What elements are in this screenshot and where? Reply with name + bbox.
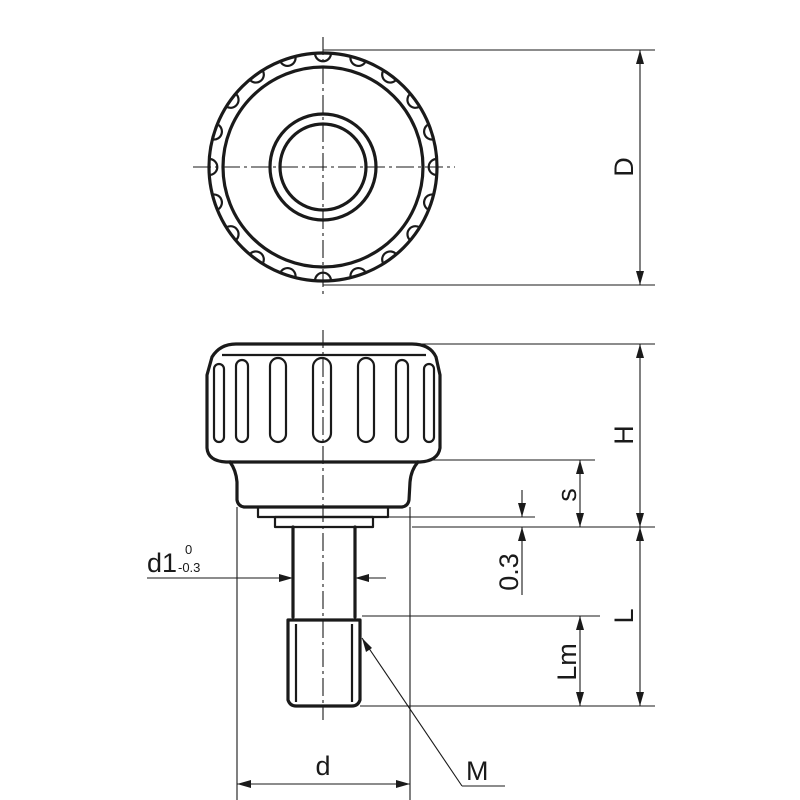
knurl-scallop	[406, 225, 421, 242]
knurl-scallop	[279, 56, 297, 67]
dimension-label-d: d	[315, 751, 330, 781]
dimension-label-L: L	[609, 608, 639, 623]
dimension-label-d1: d1	[147, 548, 177, 578]
dimension-s: s	[430, 459, 595, 527]
dimension-label-d1-tol-upper: 0	[185, 542, 192, 557]
knurl-scallop	[406, 92, 421, 109]
side-view	[205, 330, 442, 720]
knurl-scallop	[279, 267, 297, 278]
knurl-scallop	[225, 92, 240, 109]
dimension-label-H: H	[609, 425, 639, 445]
dimension-d1: d1 0 -0.3	[147, 542, 386, 582]
dimension-Lm: Lm	[362, 615, 600, 706]
dimension-gap: 0.3	[388, 490, 535, 595]
knurl-scallop	[349, 267, 367, 278]
knurl-scallop	[248, 69, 265, 84]
knurl-scallop	[225, 225, 240, 242]
knurl-scallop	[423, 123, 434, 141]
knurl-scallop	[212, 193, 223, 211]
knob-neck	[228, 460, 420, 509]
knurl-scallop	[423, 193, 434, 211]
knurl-scallop	[212, 123, 223, 141]
knurl-ribs	[212, 356, 436, 444]
threaded-tip	[286, 618, 362, 708]
knurl-scallop	[349, 56, 367, 67]
dimension-L: L	[360, 526, 655, 707]
dimension-D: D	[323, 49, 655, 286]
shaft	[291, 525, 357, 619]
dimension-label-D: D	[609, 157, 639, 177]
dimension-label-d1-tol-lower: -0.3	[178, 560, 200, 575]
top-view	[193, 37, 455, 297]
spacer	[273, 515, 375, 529]
knurl-scallop	[381, 250, 398, 265]
knob-head-outline	[205, 342, 442, 464]
dimension-d: d	[236, 507, 411, 800]
dimension-label-gap: 0.3	[494, 553, 524, 591]
dimension-label-s: s	[552, 488, 582, 502]
knurl-scallop	[381, 69, 398, 84]
dimension-H: H	[412, 343, 655, 528]
dimension-label-Lm: Lm	[552, 643, 582, 681]
leader-M: M	[361, 637, 505, 787]
knurl-scallop	[248, 250, 265, 265]
knurl-scallops	[209, 53, 437, 281]
dimension-label-M: M	[466, 756, 489, 786]
